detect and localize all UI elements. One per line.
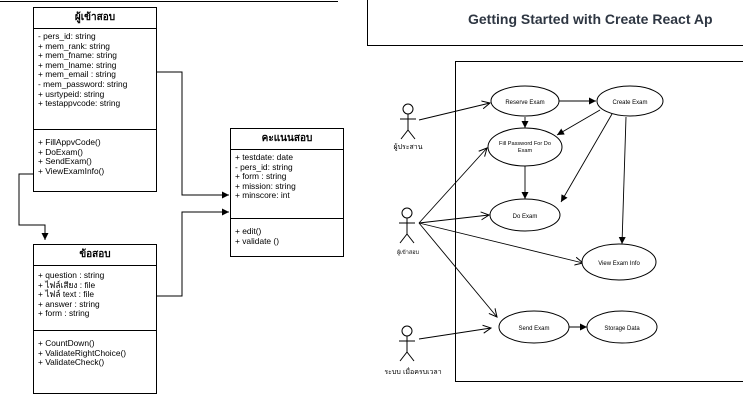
class-score-methods: + edit() + validate () [231,218,343,249]
actor-coordinator-label: ผู้ประสาน [393,143,422,151]
svg-text:Create Exam: Create Exam [612,100,647,106]
actor-coordinator: ผู้ประสาน [393,104,422,151]
class-member[interactable]: ผู้เข้าสอบ - pers_id: string + mem_rank:… [33,7,157,192]
flow-create-do [561,114,612,202]
svg-text:Do Exam: Do Exam [513,214,538,220]
class-exam-attributes: + question : string + ไฟล์เสียง : file +… [34,266,156,330]
svg-text:Exam: Exam [518,148,533,154]
attribute: + testappvcode: string [38,99,156,109]
class-exam-methods: + CountDown() + ValidateRightChoice() + … [34,330,156,371]
svg-text:Fill Password For Do: Fill Password For Do [499,141,551,147]
actor-examinee: ผู้เข้าสอบ [397,208,420,256]
attribute: + form : string [38,309,156,319]
class-member-attributes: - pers_id: string + mem_rank: string + m… [34,29,156,129]
connector-member-to-score [157,72,229,195]
assoc-examinee-view-info [419,223,583,263]
actor-system-label: ระบบ เมื่อครบเวลา [384,367,441,376]
usecase-storage-data[interactable]: Storage Data [587,311,657,343]
assoc-coordinator-reserve [419,103,490,120]
class-exam-name: ข้อสอบ [34,245,156,266]
connector-exam-to-score [157,212,229,296]
method: + validate () [235,237,343,247]
usecase-do-exam[interactable]: Do Exam [490,199,560,231]
class-score[interactable]: คะแนนสอบ + testdate: date - pers_id: str… [230,128,344,257]
usecase-fill-password[interactable]: Fill Password For Do Exam [488,128,562,166]
assoc-examinee-fill-password [419,148,487,223]
class-score-name: คะแนนสอบ [231,129,343,150]
flow-create-fill-password [557,110,600,135]
actor-examinee-label: ผู้เข้าสอบ [397,249,420,256]
actor-system: ระบบ เมื่อครบเวลา [384,326,441,376]
usecase-create-exam[interactable]: Create Exam [597,86,663,116]
class-exam[interactable]: ข้อสอบ + question : string + ไฟล์เสียง :… [33,244,157,394]
svg-text:View Exam Info: View Exam Info [598,261,640,267]
svg-text:Storage Data: Storage Data [604,326,640,332]
class-member-methods: + FillAppvCode() + DoExam() + SendExam()… [34,129,156,179]
flow-create-view-info [622,117,626,244]
svg-text:Reserve Exam: Reserve Exam [505,100,544,106]
usecase-view-exam-info[interactable]: View Exam Info [582,244,656,280]
attribute: + minscore: int [235,191,343,201]
class-member-name: ผู้เข้าสอบ [34,8,156,29]
usecase-send-exam[interactable]: Send Exam [499,311,569,343]
method: + ValidateCheck() [38,358,156,368]
assoc-examinee-send-exam [419,223,497,317]
assoc-examinee-do-exam [419,215,489,223]
svg-text:Send Exam: Send Exam [518,326,549,332]
class-score-attributes: + testdate: date - pers_id: string + for… [231,150,343,218]
usecase-reserve-exam[interactable]: Reserve Exam [491,86,559,116]
method: + ViewExamInfo() [38,167,156,177]
